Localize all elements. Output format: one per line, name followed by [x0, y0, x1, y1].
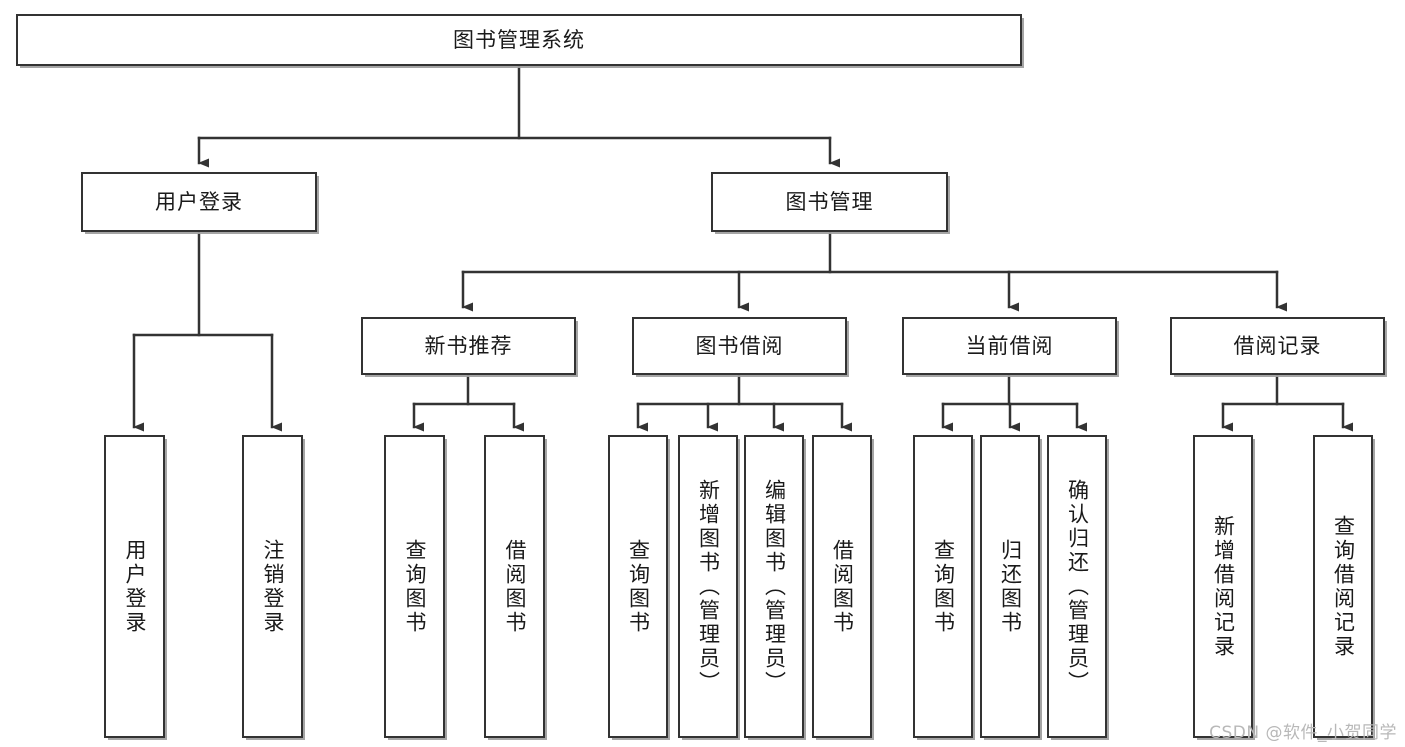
node-leaf-logout-label: 注销登录	[261, 538, 286, 635]
node-borrow-record-label: 借阅记录	[1233, 333, 1322, 358]
node-leaf-nb-borrow-book-label: 借阅图书	[503, 538, 528, 635]
node-leaf-logout[interactable]: 注销登录	[242, 435, 303, 738]
node-leaf-nb-borrow-book[interactable]: 借阅图书	[484, 435, 545, 738]
node-leaf-bb-query-book[interactable]: 查询图书	[608, 435, 668, 738]
node-current-borrow[interactable]: 当前借阅	[902, 317, 1117, 375]
node-leaf-br-query-record[interactable]: 查询借阅记录	[1313, 435, 1373, 738]
node-leaf-cb-confirm-return[interactable]: 确认归还（管理员）	[1047, 435, 1107, 738]
node-leaf-bb-borrow-book[interactable]: 借阅图书	[812, 435, 872, 738]
node-leaf-bb-add-book[interactable]: 新增图书（管理员）	[678, 435, 738, 738]
node-leaf-cb-confirm-return-label: 确认归还（管理员）	[1065, 478, 1090, 695]
node-book-borrow-label: 图书借阅	[695, 333, 784, 358]
node-leaf-bb-edit-book-label: 编辑图书（管理员）	[762, 478, 787, 695]
node-leaf-br-add-record-label: 新增借阅记录	[1211, 514, 1236, 659]
node-leaf-bb-borrow-book-label: 借阅图书	[830, 538, 855, 635]
node-new-book-recommend[interactable]: 新书推荐	[361, 317, 576, 375]
node-borrow-record[interactable]: 借阅记录	[1170, 317, 1385, 375]
node-leaf-cb-return-book[interactable]: 归还图书	[980, 435, 1040, 738]
watermark-text: CSDN @软件_小贺同学	[1209, 723, 1397, 743]
node-leaf-user-login-label: 用户登录	[123, 538, 148, 635]
node-leaf-nb-query-book[interactable]: 查询图书	[384, 435, 445, 738]
node-user-login-label: 用户登录	[155, 189, 243, 214]
node-leaf-cb-return-book-label: 归还图书	[998, 538, 1023, 635]
node-leaf-user-login[interactable]: 用户登录	[104, 435, 165, 738]
node-leaf-bb-edit-book[interactable]: 编辑图书（管理员）	[744, 435, 804, 738]
node-new-book-recommend-label: 新书推荐	[424, 333, 513, 358]
node-leaf-cb-query-book-label: 查询图书	[931, 538, 956, 635]
node-leaf-br-query-record-label: 查询借阅记录	[1331, 514, 1356, 659]
node-book-management-label: 图书管理	[785, 189, 874, 214]
node-leaf-bb-query-book-label: 查询图书	[626, 538, 651, 635]
node-leaf-bb-add-book-label: 新增图书（管理员）	[696, 478, 721, 695]
node-current-borrow-label: 当前借阅	[965, 333, 1054, 358]
node-book-management[interactable]: 图书管理	[711, 172, 948, 232]
node-user-login[interactable]: 用户登录	[81, 172, 317, 232]
node-leaf-br-add-record[interactable]: 新增借阅记录	[1193, 435, 1253, 738]
node-root-label: 图书管理系统	[453, 27, 585, 52]
node-book-borrow[interactable]: 图书借阅	[632, 317, 847, 375]
node-leaf-nb-query-book-label: 查询图书	[403, 538, 428, 635]
node-root[interactable]: 图书管理系统	[16, 14, 1022, 66]
node-leaf-cb-query-book[interactable]: 查询图书	[913, 435, 973, 738]
